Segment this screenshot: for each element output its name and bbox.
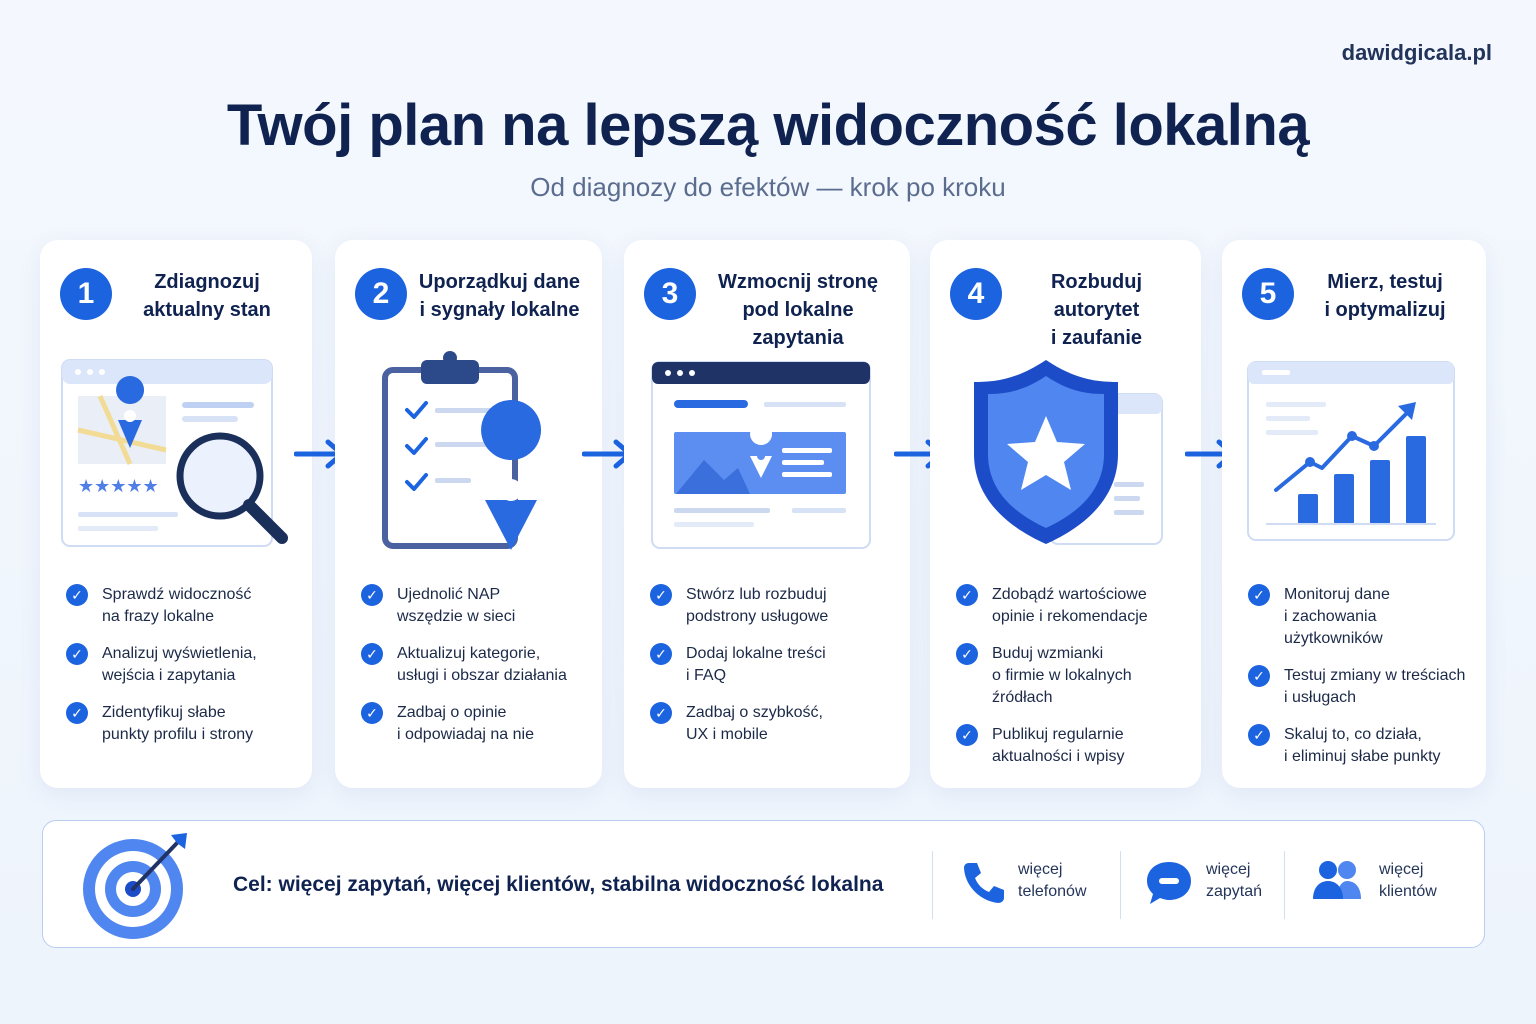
check-icon: ✓ xyxy=(650,702,672,724)
chat-icon xyxy=(1147,862,1191,904)
growth-chart-icon xyxy=(1247,361,1455,541)
list-item: ✓Zadbaj o szybkość,UX i mobile xyxy=(650,702,900,746)
step-number: 3 xyxy=(644,268,696,320)
webpage-location-icon xyxy=(651,361,871,549)
target-icon xyxy=(83,833,187,939)
check-icon: ✓ xyxy=(956,584,978,606)
divider xyxy=(1120,851,1121,919)
check-icon: ✓ xyxy=(66,584,88,606)
svg-text:★★★★★: ★★★★★ xyxy=(78,476,159,497)
check-icon: ✓ xyxy=(956,643,978,665)
list-item: ✓Skaluj to, co działa,i eliminuj słabe p… xyxy=(1248,724,1476,768)
check-icon: ✓ xyxy=(361,584,383,606)
check-icon: ✓ xyxy=(956,724,978,746)
check-icon: ✓ xyxy=(1248,584,1270,606)
check-icon: ✓ xyxy=(1248,665,1270,687)
users-icon xyxy=(1313,861,1361,899)
check-icon: ✓ xyxy=(361,643,383,665)
site-url: dawidgicala.pl xyxy=(1341,40,1492,65)
divider xyxy=(932,851,933,919)
step-number: 5 xyxy=(1242,268,1294,320)
browser-map-magnifier-icon: ★★★★★ xyxy=(61,359,288,547)
check-icon: ✓ xyxy=(650,584,672,606)
step-number: 4 xyxy=(950,268,1002,320)
clipboard-pin-icon xyxy=(382,351,542,550)
check-icon: ✓ xyxy=(1248,724,1270,746)
goal-text: Cel: więcej zapytań, więcej klientów, st… xyxy=(233,873,884,896)
phone-icon xyxy=(964,863,1004,903)
page-title: Twój plan na lepszą widoczność lokalną xyxy=(226,93,1310,158)
list-item: ✓Analizuj wyświetlenia,wejścia i zapytan… xyxy=(66,643,302,687)
check-icon: ✓ xyxy=(66,643,88,665)
list-item: ✓Aktualizuj kategorie,usługi i obszar dz… xyxy=(361,643,592,687)
check-icon: ✓ xyxy=(650,643,672,665)
step-number: 2 xyxy=(355,268,407,320)
divider xyxy=(1284,851,1285,919)
step-number: 1 xyxy=(60,268,112,320)
shield-star-icon xyxy=(974,360,1163,545)
check-icon: ✓ xyxy=(66,702,88,724)
page-subtitle: Od diagnozy do efektów — krok po kroku xyxy=(530,172,1006,202)
goal-bar: Cel: więcej zapytań, więcej klientów, st… xyxy=(42,820,1485,948)
check-icon: ✓ xyxy=(361,702,383,724)
